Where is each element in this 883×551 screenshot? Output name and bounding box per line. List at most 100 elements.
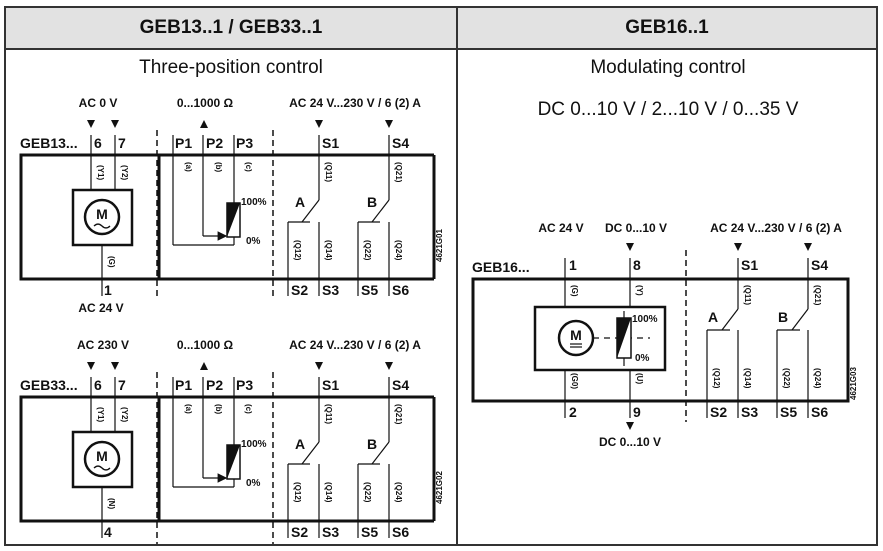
terminal-7: 7 — [118, 377, 126, 393]
switch-a-label: A — [708, 309, 718, 325]
wire-code: (Q14) — [324, 240, 333, 261]
motor-icon — [83, 440, 121, 478]
signal-range: DC 0...10 V / 2...10 V / 0...35 V — [537, 99, 799, 120]
terminal-s3: S3 — [322, 524, 339, 540]
aux-switch-label: AC 24 V...230 V / 6 (2) A — [289, 96, 421, 110]
drawing-code: 4621G01 — [435, 229, 444, 262]
device-box — [19, 395, 161, 523]
wire-code: (Q24) — [813, 368, 822, 389]
wire-code: (Q12) — [293, 482, 302, 503]
header-geb16: GEB16..1 — [456, 6, 878, 50]
device-box — [19, 153, 161, 281]
terminal-7: 7 — [118, 135, 126, 151]
terminal-s2: S2 — [710, 404, 727, 420]
wire-code: (Q22) — [782, 368, 791, 389]
wire-code: (Y1) — [96, 407, 105, 422]
terminal-s2: S2 — [291, 282, 308, 298]
supply-label: AC 230 V — [77, 338, 129, 352]
wire-code: (c) — [244, 404, 253, 414]
wire-code: (Q22) — [363, 240, 372, 261]
model-label: GEB13... — [20, 135, 78, 151]
wire-code: (U) — [635, 373, 644, 384]
wire-code: (Q11) — [324, 162, 333, 182]
actuator-box — [533, 305, 667, 372]
down-arrow-icon — [734, 243, 742, 251]
aux-switch-label: AC 24 V...230 V / 6 (2) A — [289, 338, 421, 352]
terminal-s1: S1 — [322, 135, 339, 151]
terminal-s5: S5 — [361, 282, 378, 298]
wire-code: (Y) — [635, 285, 644, 296]
terminal-4: 4 — [104, 524, 112, 540]
bottom-supply-label: AC 24 V — [78, 301, 123, 315]
output-signal-label: DC 0...10 V — [599, 435, 661, 449]
terminal-s6: S6 — [392, 282, 409, 298]
wire-code: (Q22) — [363, 482, 372, 503]
terminal-9: 9 — [633, 404, 641, 420]
wire-code: (a) — [184, 404, 193, 414]
wire-code: (G) — [570, 285, 579, 297]
down-arrow-icon — [804, 243, 812, 251]
geb16-diagram: AC 24 V DC 0...10 V AC 24 V...230 V / 6 … — [471, 221, 858, 449]
wire-code: (Q11) — [743, 285, 752, 305]
down-arrow-icon — [87, 362, 95, 370]
model-label: GEB33... — [20, 377, 78, 393]
motor-symbol: M — [96, 206, 108, 222]
diagram-frame — [4, 6, 878, 546]
terminal-s2: S2 — [291, 524, 308, 540]
panel-divider — [456, 6, 458, 546]
wire-code: (Q11) — [324, 404, 333, 424]
switch-b-label: B — [367, 436, 377, 452]
feedback-label: 0...1000 Ω — [177, 338, 234, 352]
wire-code: (Q21) — [394, 404, 403, 425]
switch-a-label: A — [295, 436, 305, 452]
wire-code: (Q12) — [712, 368, 721, 389]
terminal-s4: S4 — [392, 135, 409, 151]
terminal-s1: S1 — [322, 377, 339, 393]
terminal-p2: P2 — [206, 135, 223, 151]
motor-symbol: M — [570, 327, 582, 343]
switch-b-label: B — [367, 194, 377, 210]
up-arrow-icon — [200, 120, 208, 128]
wire-code: (Q12) — [293, 240, 302, 261]
terminal-6: 6 — [94, 135, 102, 151]
terminal-s4: S4 — [811, 257, 828, 273]
terminal-s6: S6 — [811, 404, 828, 420]
terminal-1: 1 — [569, 257, 577, 273]
terminal-s1: S1 — [741, 257, 758, 273]
geb33-diagram: AC 230 V 0...1000 Ω AC 24 V...230 V / 6 … — [19, 338, 444, 544]
wire-code: (Q21) — [394, 162, 403, 183]
down-arrow-icon — [315, 362, 323, 370]
switch-a-label: A — [295, 194, 305, 210]
terminal-p1: P1 — [175, 377, 192, 393]
terminal-8: 8 — [633, 257, 641, 273]
pot-max-label: 100% — [241, 197, 267, 208]
wire-code: (G) — [107, 256, 116, 268]
down-arrow-icon — [626, 243, 634, 251]
terminal-s3: S3 — [741, 404, 758, 420]
terminal-6: 6 — [94, 377, 102, 393]
down-arrow-icon — [87, 120, 95, 128]
header-geb13-geb33: GEB13..1 / GEB33..1 — [4, 6, 458, 50]
terminal-s4: S4 — [392, 377, 409, 393]
wire-code: (Q21) — [813, 285, 822, 306]
pot-max-label: 100% — [632, 314, 658, 325]
terminal-p3: P3 — [236, 135, 253, 151]
terminal-s5: S5 — [780, 404, 797, 420]
wire-code: (Q24) — [394, 482, 403, 503]
wire-code: (b) — [214, 162, 223, 173]
feedback-label: 0...1000 Ω — [177, 96, 234, 110]
terminal-s6: S6 — [392, 524, 409, 540]
terminal-1: 1 — [104, 282, 112, 298]
pot-max-label: 100% — [241, 439, 267, 450]
up-arrow-icon — [200, 362, 208, 370]
switch-b-label: B — [778, 309, 788, 325]
wire-code: (Q14) — [324, 482, 333, 503]
terminal-s3: S3 — [322, 282, 339, 298]
supply-label: AC 24 V — [538, 221, 583, 235]
motor-symbol: M — [96, 448, 108, 464]
drawing-code: 4621G03 — [849, 367, 858, 400]
subtitle-modulating: Modulating control — [590, 57, 746, 78]
drawing-code: 4621G02 — [435, 471, 444, 504]
motor-icon — [83, 198, 121, 236]
input-signal-label: DC 0...10 V — [605, 221, 667, 235]
